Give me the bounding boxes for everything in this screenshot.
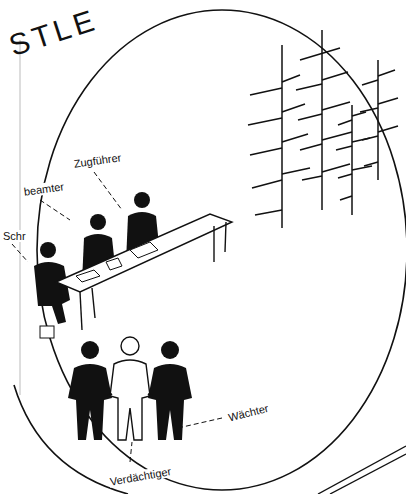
standing-figures (68, 337, 192, 440)
fir-trees (248, 30, 398, 228)
rail-line (330, 454, 406, 494)
part-label: Verdächtiger (108, 465, 173, 488)
rail-line (318, 446, 406, 494)
table (40, 214, 232, 338)
leader-lines (12, 172, 222, 462)
page-edge (20, 40, 21, 395)
part-label: Schr (2, 230, 27, 242)
part-label: Wächter (226, 402, 271, 424)
part-label: Zugführer (72, 151, 123, 170)
part-label: beamter (22, 180, 66, 198)
title-fragment: STLE (4, 2, 103, 62)
scene-circle (37, 10, 406, 490)
